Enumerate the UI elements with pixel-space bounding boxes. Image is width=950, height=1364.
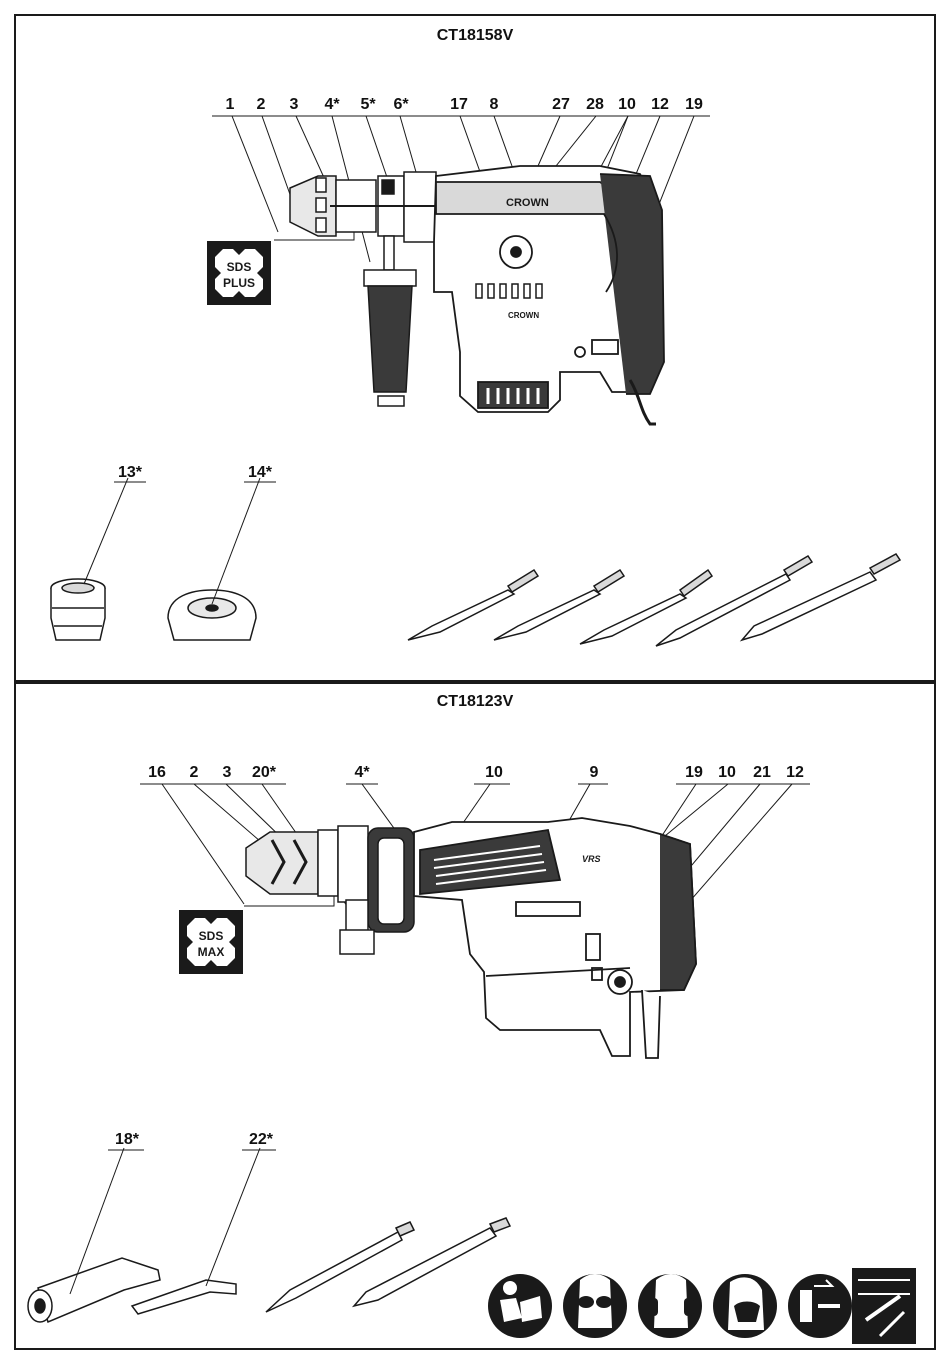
unplug-before-service-icon	[788, 1274, 852, 1338]
safety-icons	[488, 1268, 916, 1344]
hidden-wiring-warning-icon	[852, 1268, 916, 1344]
read-manual-icon	[488, 1274, 552, 1338]
sds-max-chuck	[246, 826, 414, 954]
dust-mask-icon	[713, 1274, 777, 1338]
hex-key-22	[132, 1280, 236, 1314]
safety-goggles-icon	[563, 1274, 627, 1338]
hammer-max-body	[414, 818, 696, 1058]
vrs-mark: VRS	[582, 854, 601, 864]
ear-protection-icon	[638, 1274, 702, 1338]
chisels-max	[266, 1218, 510, 1312]
